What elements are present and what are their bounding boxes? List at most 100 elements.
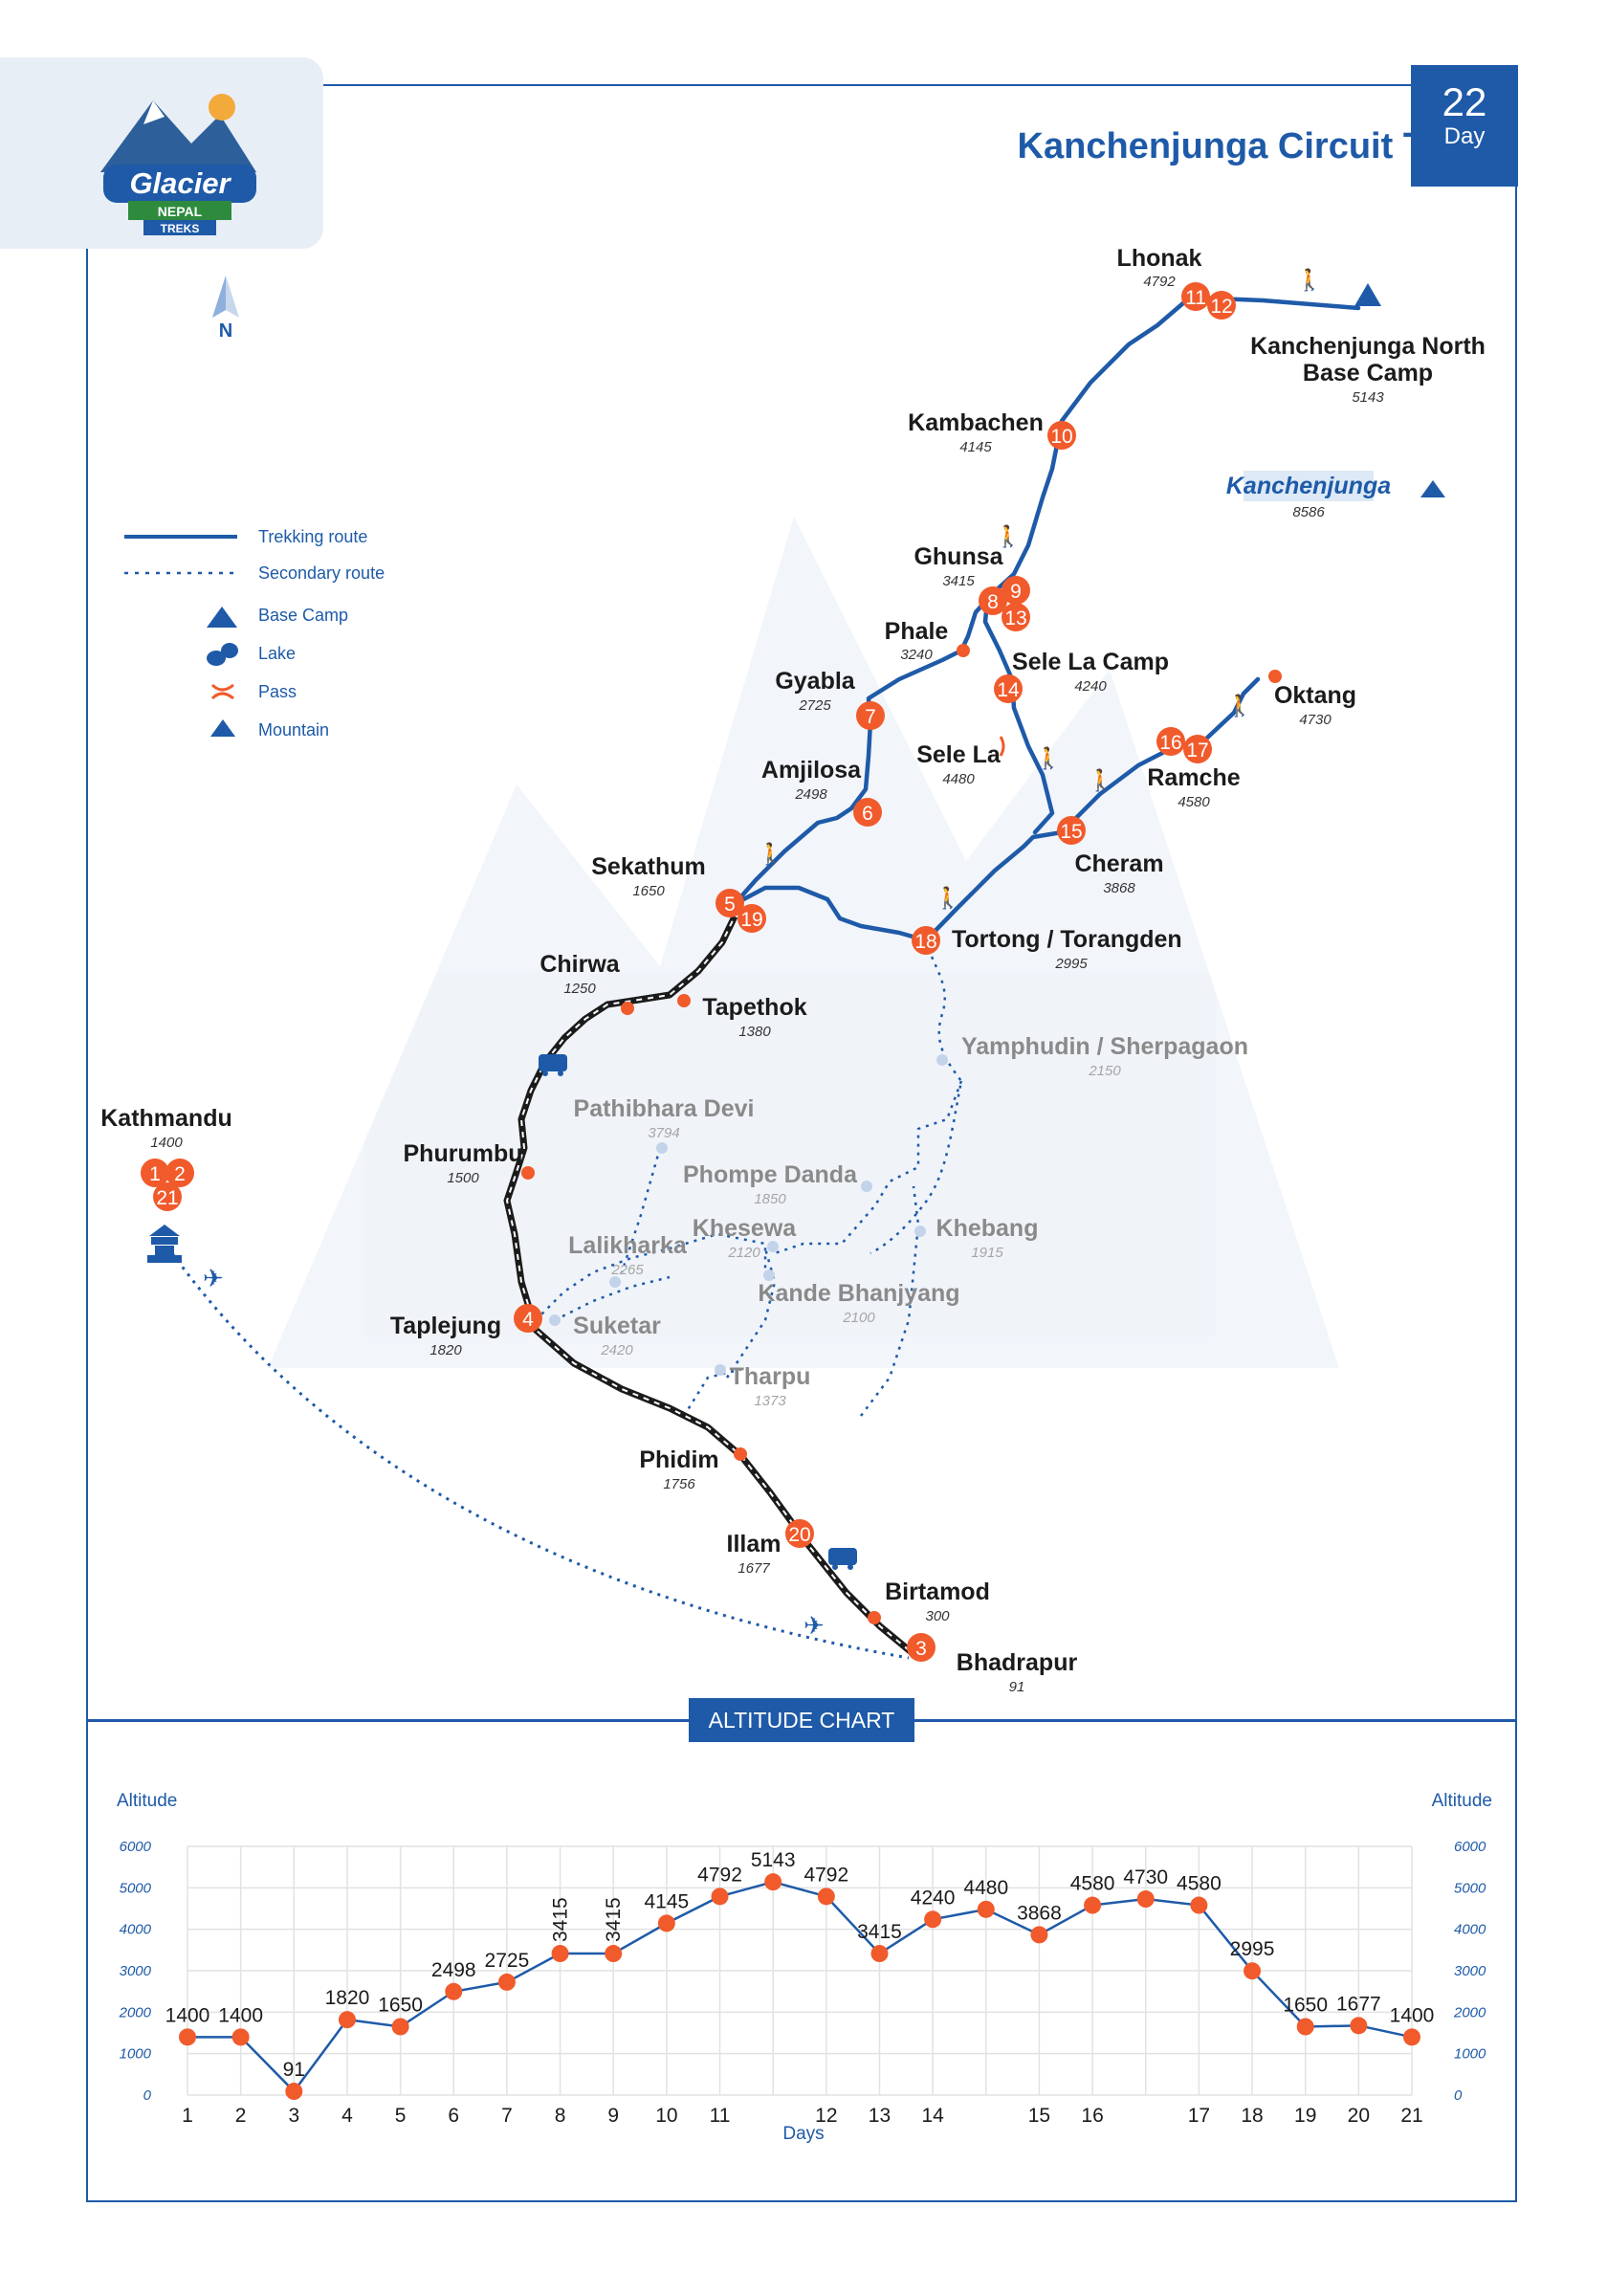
alt-khesewa: 2120 — [727, 1245, 760, 1261]
svg-text:21: 21 — [156, 1187, 178, 1209]
data-label: 1820 — [325, 1987, 370, 2009]
alt-tortong: 2995 — [1054, 956, 1088, 972]
data-point — [1296, 2018, 1314, 2036]
data-point — [179, 2028, 196, 2046]
place-birtamod: Birtamod — [885, 1578, 990, 1605]
y-tick-left: 1000 — [120, 2046, 152, 2063]
day-marker-7: 7 — [856, 701, 885, 730]
place-cheram: Cheram — [1074, 850, 1163, 877]
data-label: 3868 — [1017, 1902, 1062, 1924]
alt-taplejung: 1820 — [429, 1342, 462, 1358]
day-marker-17: 17 — [1183, 735, 1212, 763]
data-point — [497, 1973, 516, 1991]
svg-text:16: 16 — [1159, 732, 1181, 754]
legend-mountain: Mountain — [258, 720, 329, 740]
place-dot-suketar — [549, 1314, 561, 1326]
legend-secondary-route: Secondary route — [258, 563, 385, 583]
svg-text:Glacier: Glacier — [479, 1014, 1136, 1227]
data-label: 4792 — [804, 1864, 848, 1886]
x-tick: 14 — [921, 2105, 944, 2127]
day-marker-2: 2 — [165, 1159, 194, 1187]
north-arrow-icon: N — [212, 276, 239, 342]
data-point — [551, 1945, 569, 1963]
alt-yamphudin: 2150 — [1088, 1063, 1121, 1079]
alt-kathmandu: 1400 — [150, 1135, 183, 1151]
day-marker-19: 19 — [737, 904, 766, 933]
alt-birtamod: 300 — [925, 1608, 950, 1624]
svg-text:6: 6 — [862, 803, 873, 825]
day-marker-10: 10 — [1047, 421, 1076, 450]
hiker-icon: 🚶 — [1088, 768, 1113, 792]
day-badge-main: 22 Day — [1411, 65, 1518, 187]
data-point — [657, 1914, 675, 1932]
day-marker-6: 6 — [853, 798, 882, 827]
place-illam: Illam — [727, 1531, 781, 1557]
data-label: 1677 — [1336, 1993, 1381, 2015]
y-axis-label-right: Altitude — [1432, 1791, 1492, 1811]
place-dot-phompe — [861, 1181, 872, 1192]
place-lhonak: Lhonak — [1117, 245, 1202, 272]
data-point — [285, 2083, 303, 2101]
hiker-icons: 🚶 🚶 🚶 🚶 🚶 🚶 🚶 — [758, 268, 1322, 910]
place-dot-phidim — [734, 1447, 747, 1461]
data-label: 4580 — [1070, 1873, 1115, 1895]
place-phompe: Phompe Danda — [683, 1161, 858, 1188]
day-marker-11: 11 — [1181, 282, 1210, 311]
data-point — [1190, 1896, 1208, 1914]
route-map-detail: Glacier N Trekking route Secondary route… — [100, 245, 1486, 1695]
place-dot-phurumbu — [521, 1166, 535, 1180]
alt-tapethok: 1380 — [738, 1024, 771, 1040]
x-tick: 12 — [815, 2105, 837, 2127]
place-khebang: Khebang — [936, 1215, 1039, 1242]
alt-pathibhara: 3794 — [648, 1125, 679, 1141]
pass-icon — [999, 736, 1005, 757]
data-label: 3415 — [550, 1897, 572, 1942]
data-label: 4792 — [697, 1864, 742, 1886]
data-point — [711, 1888, 729, 1906]
x-tick: 18 — [1241, 2105, 1263, 2127]
x-tick: 9 — [607, 2105, 619, 2127]
alt-phurumbu: 1500 — [447, 1170, 479, 1186]
altitude-chart-title: ALTITUDE CHART — [689, 1698, 914, 1742]
x-tick: 11 — [710, 2105, 731, 2127]
place-knbc-2: Base Camp — [1303, 360, 1433, 386]
x-tick: 16 — [1081, 2105, 1103, 2127]
svg-text:20: 20 — [788, 1524, 810, 1546]
page-title-main: Kanchenjunga Circuit Trek — [1017, 126, 1478, 166]
data-point — [1084, 1896, 1102, 1914]
place-dot-khesewa — [767, 1241, 779, 1252]
day-marker-1: 1 — [141, 1159, 169, 1187]
alt-kande: 2100 — [842, 1310, 875, 1326]
x-tick: 6 — [448, 2105, 459, 2127]
logo-text-nepal: NEPAL — [158, 204, 203, 219]
place-suketar: Suketar — [573, 1313, 661, 1339]
place-kathmandu: Kathmandu — [100, 1105, 232, 1132]
data-point — [870, 1945, 889, 1963]
data-point — [391, 2018, 409, 2036]
data-point — [338, 2011, 356, 2029]
alt-ramche: 4580 — [1178, 794, 1210, 810]
place-dot-birtamod — [868, 1611, 881, 1624]
place-pathibhara: Pathibhara Devi — [574, 1095, 755, 1122]
svg-text:7: 7 — [865, 706, 876, 728]
data-point — [1403, 2028, 1420, 2046]
y-tick-left: 6000 — [120, 1839, 152, 1855]
pass-icon — [210, 683, 234, 700]
secondary-dots — [549, 1054, 948, 1376]
y-tick-left: 5000 — [120, 1880, 152, 1896]
hiker-icon: 🚶 — [995, 524, 1021, 548]
svg-text:1: 1 — [149, 1163, 161, 1185]
legend: Trekking route Secondary route Base Camp… — [124, 527, 385, 740]
x-tick: 8 — [555, 2105, 566, 2127]
place-yamphudin: Yamphudin / Sherpagaon — [961, 1033, 1248, 1060]
alt-gyabla: 2725 — [798, 697, 831, 714]
logo-text-treks: TREKS — [161, 222, 200, 235]
chart-grid — [187, 1845, 1413, 2096]
data-point — [924, 1910, 942, 1929]
airplane-icon: ✈ — [203, 1264, 224, 1292]
place-gyabla: Gyabla — [775, 668, 855, 695]
place-lalikharka: Lalikharka — [568, 1232, 688, 1259]
data-label: 5143 — [751, 1849, 796, 1871]
alt-suketar: 2420 — [600, 1342, 633, 1358]
